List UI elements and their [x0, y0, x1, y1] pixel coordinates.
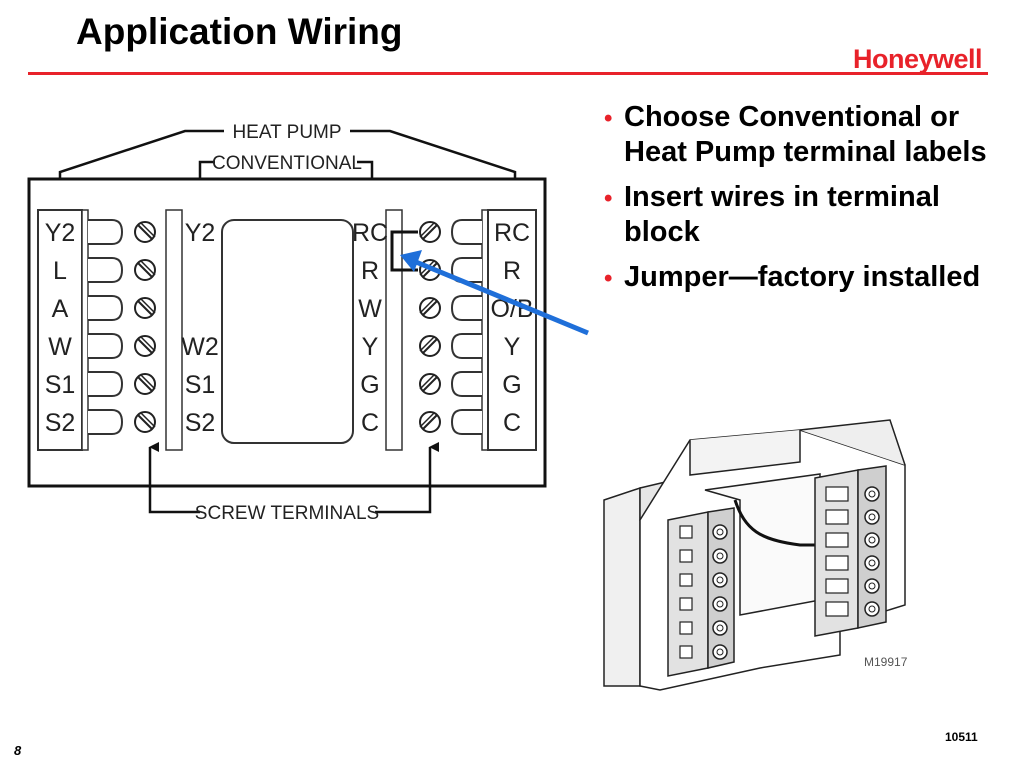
terminal-label: S1: [185, 371, 216, 399]
terminal-label: R: [361, 257, 379, 285]
photo-screw-icon: [864, 486, 880, 502]
photo-screw-icon: [864, 578, 880, 594]
terminal-tab: [88, 219, 124, 245]
photo-terminal-slot: [825, 532, 849, 548]
photo-screw-icon: [864, 532, 880, 548]
photo-terminal-slot: [825, 509, 849, 525]
screw-icon: [134, 259, 156, 281]
terminal-tab: [450, 371, 482, 397]
photo-terminal-slot: [679, 645, 693, 659]
screw-icon: [134, 221, 156, 243]
terminal-label: G: [502, 371, 521, 399]
bullet-text: Choose Conventional or Heat Pump termina…: [624, 101, 987, 168]
terminal-label: A: [52, 295, 69, 323]
screw-icon: [134, 411, 156, 433]
terminal-label: R: [503, 257, 521, 285]
heat-pump-label: HEAT PUMP: [232, 122, 341, 143]
terminal-label: C: [361, 409, 379, 437]
photo-terminal-slot: [679, 549, 693, 563]
terminal-label: RC: [352, 219, 388, 247]
bullet-list: • Choose Conventional or Heat Pump termin…: [604, 100, 1014, 305]
photo-terminal-slot: [679, 525, 693, 539]
slide-number: 8: [14, 743, 22, 758]
photo-terminal-slot: [825, 601, 849, 617]
terminal-label: S1: [45, 371, 76, 399]
photo-screw-icon: [712, 548, 728, 564]
photo-screw-icon: [712, 620, 728, 636]
terminal-label: W: [48, 333, 72, 361]
photo-screw-icon: [864, 555, 880, 571]
bullet-item: • Insert wires in terminal block: [604, 180, 1014, 250]
subbase-illustration: [603, 419, 906, 691]
right-label-strip: [487, 209, 537, 451]
terminal-tab: [450, 409, 482, 435]
screw-icon: [134, 297, 156, 319]
terminal-label: C: [503, 409, 521, 437]
bullet-item: • Jumper—factory installed: [604, 260, 1014, 295]
model-code: M19917: [864, 655, 908, 669]
screw-terminals-label: SCREW TERMINALS: [195, 503, 379, 524]
terminal-tab: [450, 333, 482, 359]
photo-terminal-slot: [825, 578, 849, 594]
photo-terminal-slot: [679, 621, 693, 635]
terminal-label: S2: [185, 409, 216, 437]
terminal-label: W: [358, 295, 382, 323]
photo-terminal-slot: [679, 597, 693, 611]
photo-screw-icon: [712, 596, 728, 612]
screw-icon: [134, 373, 156, 395]
screw-icon: [419, 411, 441, 433]
slide-title: Application Wiring: [76, 11, 403, 52]
terminal-label: Y2: [185, 219, 216, 247]
terminal-label: Y2: [45, 219, 76, 247]
photo-terminal-slot: [825, 486, 849, 502]
terminal-tab: [88, 257, 124, 283]
terminal-tab: [450, 295, 482, 321]
screw-icon: [419, 335, 441, 357]
screw-terminals-callout: SCREW TERMINALS: [148, 442, 439, 524]
jumper-pointer-arrow: [400, 250, 589, 336]
left-terminal-block: [88, 219, 156, 435]
terminal-tab: [88, 333, 124, 359]
screw-icon: [419, 297, 441, 319]
terminal-label: L: [53, 257, 67, 285]
screw-icon: [134, 335, 156, 357]
terminal-tab: [88, 295, 124, 321]
terminal-tab: [88, 371, 124, 397]
terminal-label: Y: [504, 333, 521, 361]
terminal-tab: [88, 409, 124, 435]
factory-jumper: [390, 230, 418, 272]
photo-terminal-slot: [825, 555, 849, 571]
conventional-label: CONVENTIONAL: [212, 153, 362, 174]
honeywell-logo: Honeywell: [853, 44, 983, 74]
center-opening: [221, 219, 354, 444]
bullet-icon: •: [604, 105, 613, 132]
photo-screw-icon: [864, 509, 880, 525]
bullet-item: • Choose Conventional or Heat Pump termin…: [604, 100, 1014, 170]
photo-screw-icon: [864, 601, 880, 617]
terminal-label: G: [360, 371, 379, 399]
bullet-text: Jumper—factory installed: [624, 261, 981, 293]
photo-screw-icon: [712, 572, 728, 588]
terminal-label: W2: [181, 333, 219, 361]
terminal-label: RC: [494, 219, 530, 247]
screw-icon: [419, 373, 441, 395]
photo-terminal-slot: [679, 573, 693, 587]
subbase-screws: [679, 486, 880, 660]
document-code: 10511: [945, 730, 978, 744]
photo-screw-icon: [712, 524, 728, 540]
terminal-label: Y: [362, 333, 379, 361]
screw-icon: [419, 221, 441, 243]
terminal-tab: [450, 219, 482, 245]
title-underline: [28, 72, 988, 75]
bullet-text: Insert wires in terminal block: [624, 181, 940, 248]
photo-screw-icon: [712, 644, 728, 660]
bullet-icon: •: [604, 185, 613, 212]
bullet-icon: •: [604, 265, 613, 292]
terminal-label: S2: [45, 409, 76, 437]
